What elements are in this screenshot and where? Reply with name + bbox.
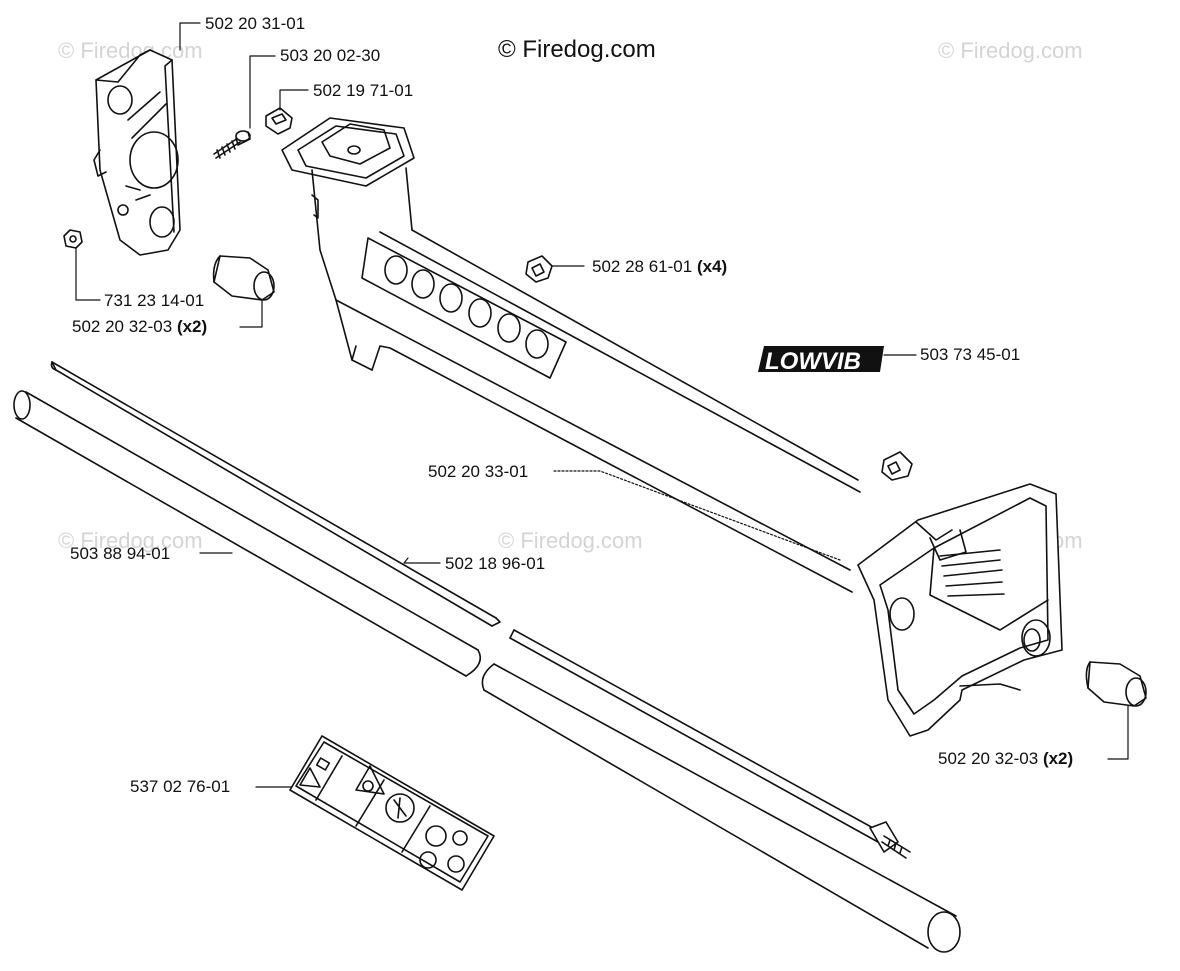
part-number: 502 18 96-01 (445, 554, 546, 573)
part-number: 502 20 32-03 (938, 749, 1039, 768)
watermark-main: © Firedog.com (498, 36, 656, 63)
part-number: 537 02 76-01 (130, 777, 231, 796)
part-number: 502 20 32-03 (72, 317, 173, 336)
part-number: 503 88 94-01 (70, 544, 171, 563)
part-label: 503 88 94-01 (70, 544, 170, 564)
nut (63, 229, 83, 249)
main-frame (281, 117, 1063, 737)
part-label: 503 73 45-01 (920, 345, 1020, 365)
part-label: 503 20 02-30 (280, 46, 380, 66)
end-cap-left (212, 255, 275, 301)
part-label: 537 02 76-01 (130, 777, 230, 797)
part-qty: (x2) (176, 317, 208, 336)
part-number: 503 20 02-30 (280, 46, 381, 65)
tube (13, 390, 961, 953)
part-label: 502 20 31-01 (205, 14, 305, 34)
part-label: 502 28 61-01 (x4) (592, 257, 727, 277)
part-number: 503 73 45-01 (920, 345, 1021, 364)
watermark-top-left: © Firedog.com (58, 38, 203, 63)
part-label: 502 18 96-01 (445, 554, 545, 574)
watermark-top-right: © Firedog.com (938, 38, 1083, 63)
drive-shaft (50, 361, 911, 859)
part-label: 502 20 32-03 (x2) (72, 317, 207, 337)
watermark-mid-left: © Firedog.com (58, 528, 203, 553)
brand-logo-text: LOWVIB (765, 348, 861, 375)
brand-logo: LOWVIB (758, 346, 884, 375)
part-number: 502 20 33-01 (428, 462, 529, 481)
part-number: 502 20 31-01 (205, 14, 306, 33)
decal (289, 735, 495, 891)
screw (213, 130, 251, 159)
part-label: 502 20 32-03 (x2) (938, 749, 1073, 769)
part-number: 731 23 14-01 (104, 291, 205, 310)
part-number: 502 28 61-01 (592, 257, 693, 276)
part-number: 502 19 71-01 (313, 81, 414, 100)
watermark-mid-center: © Firedog.com (498, 528, 643, 553)
leader-lines (75, 22, 1129, 788)
handle-bracket (93, 49, 181, 256)
part-label: 502 20 33-01 (428, 462, 528, 482)
part-label: 502 19 71-01 (313, 81, 413, 101)
part-label: 731 23 14-01 (104, 291, 204, 311)
clip-nut (265, 107, 293, 135)
part-qty: (x4) (696, 257, 728, 276)
part-qty: (x2) (1042, 749, 1074, 768)
end-cap-right (1085, 661, 1147, 707)
